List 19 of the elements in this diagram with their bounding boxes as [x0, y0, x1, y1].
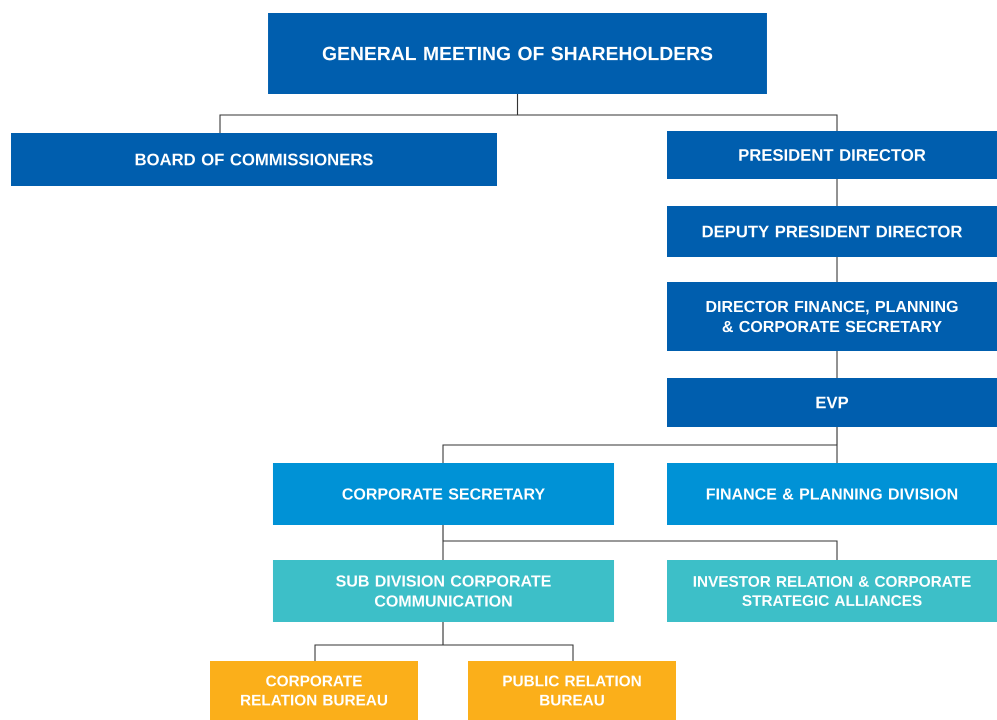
org-box: CORPORATE RELATION BUREAU	[210, 661, 418, 720]
connector-line	[836, 257, 838, 282]
org-box: DEPUTY PRESIDENT DIRECTOR	[667, 206, 997, 257]
org-box: DIRECTOR FINANCE, PLANNING & CORPORATE SECRETARY	[667, 282, 997, 352]
connector-line	[836, 351, 838, 378]
org-box: EVP	[667, 378, 997, 428]
org-box: BOARD OF COMMISSIONERS	[11, 132, 497, 186]
org-box: GENERAL MEETING OF SHAREHOLDERS	[268, 12, 767, 94]
org-box: FINANCE & PLANNING DIVISION	[667, 463, 997, 525]
connector-line	[516, 94, 838, 131]
org-box: CORPORATE SECRETARY	[272, 463, 614, 525]
org-box: PRESIDENT DIRECTOR	[667, 131, 997, 179]
org-box: SUB DIVISION CORPORATE COMMUNICATION	[272, 560, 614, 622]
connector-line	[442, 525, 838, 560]
connector-line	[836, 427, 838, 463]
org-box: INVESTOR RELATION & CORPORATE STRATEGIC ALLIANCES	[667, 560, 997, 622]
org-box: PUBLIC RELATION BUREAU	[468, 661, 676, 720]
connector-line	[442, 622, 574, 661]
connector-line	[836, 179, 838, 206]
